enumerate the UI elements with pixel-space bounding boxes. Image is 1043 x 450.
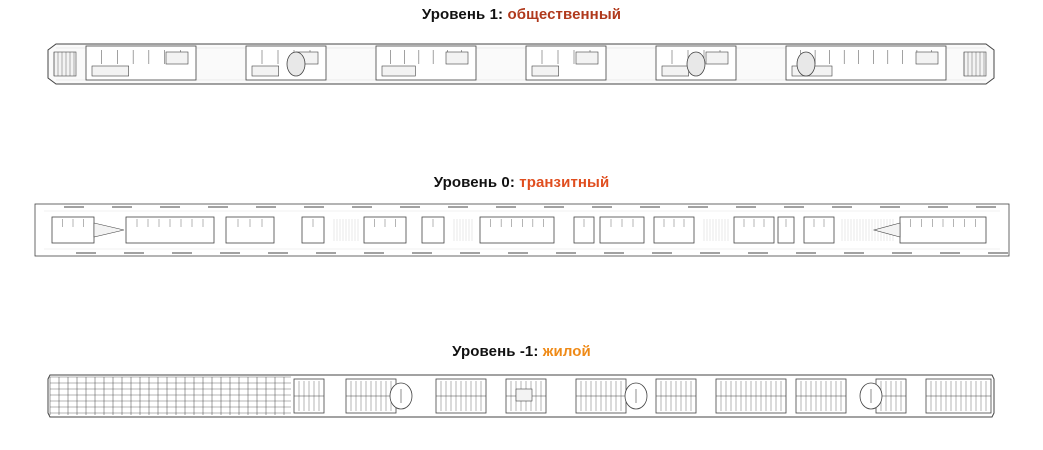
plan-block (301, 216, 325, 244)
plan-block (803, 216, 835, 244)
plan-atrium (796, 51, 816, 77)
plan-room (661, 65, 689, 77)
level-1-floor-plan (47, 43, 995, 85)
plan-service (515, 388, 533, 402)
plan-ramp (872, 222, 901, 238)
level-0-floor-plan (34, 203, 1010, 257)
level-0-name: транзитный (519, 174, 610, 191)
plan-stair (963, 51, 987, 77)
plan-block (573, 216, 595, 244)
plan-room (91, 65, 129, 77)
plan-room (705, 51, 729, 65)
plan-room (575, 51, 599, 65)
level-minus1-floor-plan (47, 374, 995, 418)
plan-room (381, 65, 416, 77)
plan-ramp (93, 222, 125, 238)
plan-atrium (286, 51, 306, 77)
plan-block (421, 216, 445, 244)
plan-block (777, 216, 795, 244)
level-1-title: Уровень 1: общественный (0, 6, 1043, 23)
level-minus1-prefix: Уровень -1: (452, 343, 539, 360)
level-1-name: общественный (507, 6, 622, 23)
plan-block (479, 216, 555, 244)
level-0-title: Уровень 0: транзитный (0, 174, 1043, 191)
plan-atrium (686, 51, 706, 77)
level-minus1-title: Уровень -1: жилой (0, 343, 1043, 360)
plan-stair (53, 51, 77, 77)
plan-room (165, 51, 189, 65)
level-1-prefix: Уровень 1: (421, 6, 504, 23)
plan-room (445, 51, 469, 65)
plan-room (915, 51, 939, 65)
plan-room (531, 65, 559, 77)
plan-room (251, 65, 279, 77)
level-minus1-name: жилой (542, 343, 591, 360)
level-0-prefix: Уровень 0: (433, 174, 515, 191)
